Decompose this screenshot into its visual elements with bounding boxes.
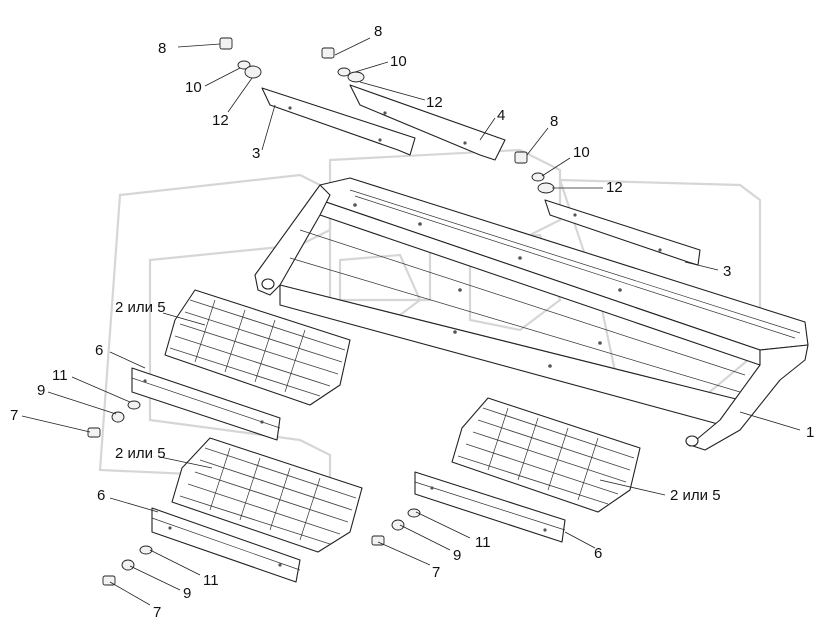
grate-panel-bottom-right bbox=[451, 397, 641, 513]
label-12-b: 12 bbox=[426, 94, 443, 111]
label-6-a: 6 bbox=[95, 342, 103, 359]
label-3-b: 3 bbox=[723, 263, 731, 280]
label-12-c: 12 bbox=[606, 179, 623, 196]
label-3-a: 3 bbox=[252, 145, 260, 162]
bracket-part-3-left bbox=[261, 87, 416, 156]
label-4: 4 bbox=[497, 107, 505, 124]
strip-part-6-left bbox=[131, 367, 281, 441]
label-6-c: 6 bbox=[594, 545, 602, 562]
label-1: 1 bbox=[806, 424, 814, 441]
bracket-part-4 bbox=[349, 84, 506, 161]
label-9-b: 9 bbox=[183, 585, 191, 602]
strip-part-6-right bbox=[414, 471, 566, 543]
label-6-b: 6 bbox=[97, 487, 105, 504]
label-11-c: 11 bbox=[475, 534, 491, 551]
main-frame-part bbox=[254, 177, 809, 451]
label-8-c: 8 bbox=[550, 113, 558, 130]
label-2or5-c: 2 или 5 bbox=[670, 487, 721, 504]
label-10-a: 10 bbox=[185, 79, 202, 96]
label-10-c: 10 bbox=[573, 144, 590, 161]
label-9-a: 9 bbox=[37, 382, 45, 399]
grate-panel-top-left bbox=[164, 289, 351, 406]
label-7-c: 7 bbox=[432, 564, 440, 581]
label-7-a: 7 bbox=[10, 407, 18, 424]
label-8-a: 8 bbox=[158, 40, 166, 57]
label-12-a: 12 bbox=[212, 112, 229, 129]
label-2or5-b: 2 или 5 bbox=[115, 445, 166, 462]
label-7-b: 7 bbox=[153, 604, 161, 621]
label-9-c: 9 bbox=[453, 547, 461, 564]
bracket-part-3-right bbox=[544, 199, 701, 266]
label-2or5-a: 2 или 5 bbox=[115, 299, 166, 316]
leader-lines bbox=[21, 37, 801, 606]
fasteners bbox=[87, 37, 555, 586]
strip-part-6-bottom-left bbox=[151, 507, 301, 583]
label-10-b: 10 bbox=[390, 53, 407, 70]
grate-panel-bottom-left bbox=[171, 437, 363, 553]
label-8-b: 8 bbox=[374, 23, 382, 40]
label-11-a: 11 bbox=[52, 367, 68, 384]
label-11-b: 11 bbox=[203, 572, 219, 589]
